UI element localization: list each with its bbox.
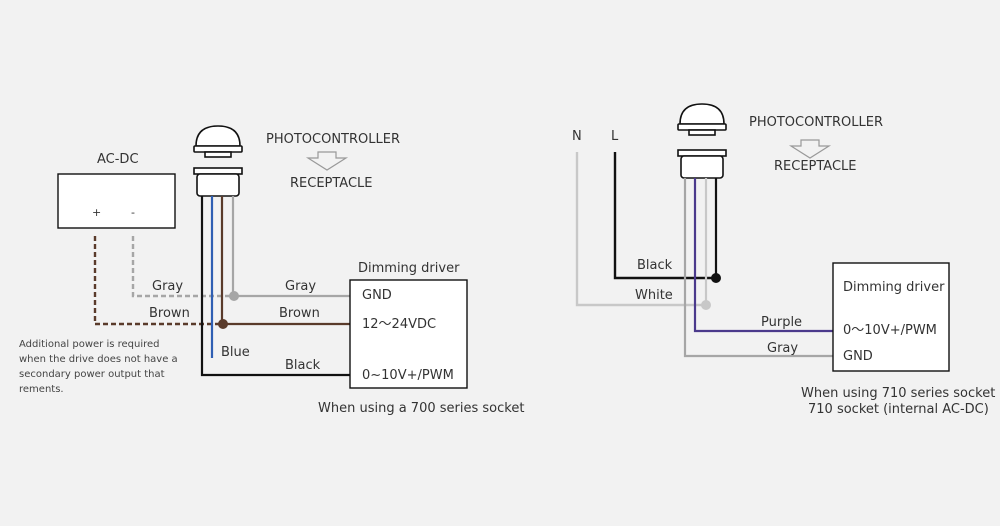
acdc-plus: + — [92, 206, 102, 219]
left-photocontroller-icon — [193, 125, 243, 158]
right-label-purple: Purple — [761, 315, 803, 330]
right-driver-pwm: 0～10V+/PWM — [843, 323, 937, 338]
right-caption-line2: 710 socket (internal AC-DC) — [808, 402, 989, 417]
right-driver-gnd: GND — [843, 349, 873, 364]
left-dashed-gray-wire — [131, 236, 233, 298]
left-driver-title: Dimming driver — [358, 261, 460, 276]
left-wire-black — [200, 196, 350, 377]
right-driver-title: Dimming driver — [843, 280, 945, 295]
left-label-gray: Gray — [285, 279, 317, 294]
right-receptacle-icon — [677, 149, 727, 179]
acdc-minus: - — [131, 206, 135, 219]
right-driver-box — [832, 262, 950, 372]
left-caption: When using a 700 series socket — [318, 401, 525, 416]
left-label-gray-dashed: Gray — [152, 279, 184, 294]
left-receptacle-label: RECEPTACLE — [290, 176, 373, 191]
right-label-black: Black — [637, 258, 673, 273]
left-dashed-brown-wire — [93, 236, 222, 326]
right-wire-l-black — [613, 152, 716, 280]
left-junction-gray — [229, 291, 239, 301]
left-label-black: Black — [285, 358, 321, 373]
left-driver-gnd: GND — [362, 288, 392, 303]
right-label-white: White — [635, 288, 673, 303]
right-label-n: N — [572, 129, 582, 144]
left-label-brown: Brown — [279, 306, 320, 321]
left-driver-vdc: 12～24VDC — [362, 317, 437, 332]
right-junction-black — [711, 273, 721, 283]
left-junction-brown — [218, 319, 228, 329]
acdc-title: AC-DC — [97, 152, 139, 167]
left-photocontroller-label: PHOTOCONTROLLER — [266, 132, 400, 147]
right-photocontroller-label: PHOTOCONTROLLER — [749, 115, 883, 130]
right-photocontroller-icon — [677, 103, 727, 136]
right-label-gray: Gray — [767, 341, 799, 356]
left-label-blue: Blue — [221, 345, 250, 360]
right-wire-gray — [683, 178, 833, 358]
left-driver-box — [349, 279, 468, 389]
right-down-arrow-icon — [788, 139, 832, 159]
right-wire-n-white — [575, 152, 706, 307]
right-caption-line1: When using 710 series socket — [801, 386, 996, 401]
left-receptacle-icon — [193, 167, 243, 197]
left-label-brown-dashed: Brown — [149, 306, 190, 321]
left-wire-brown — [220, 196, 350, 326]
right-label-l: L — [611, 129, 619, 144]
left-driver-pwm: 0~10V+/PWM — [362, 368, 454, 383]
acdc-box — [57, 173, 176, 229]
additional-power-note: Additional power is required when the dr… — [19, 339, 178, 395]
left-down-arrow-icon — [305, 151, 349, 171]
right-receptacle-label: RECEPTACLE — [774, 159, 857, 174]
right-wire-purple — [693, 178, 833, 333]
right-junction-white — [701, 300, 711, 310]
